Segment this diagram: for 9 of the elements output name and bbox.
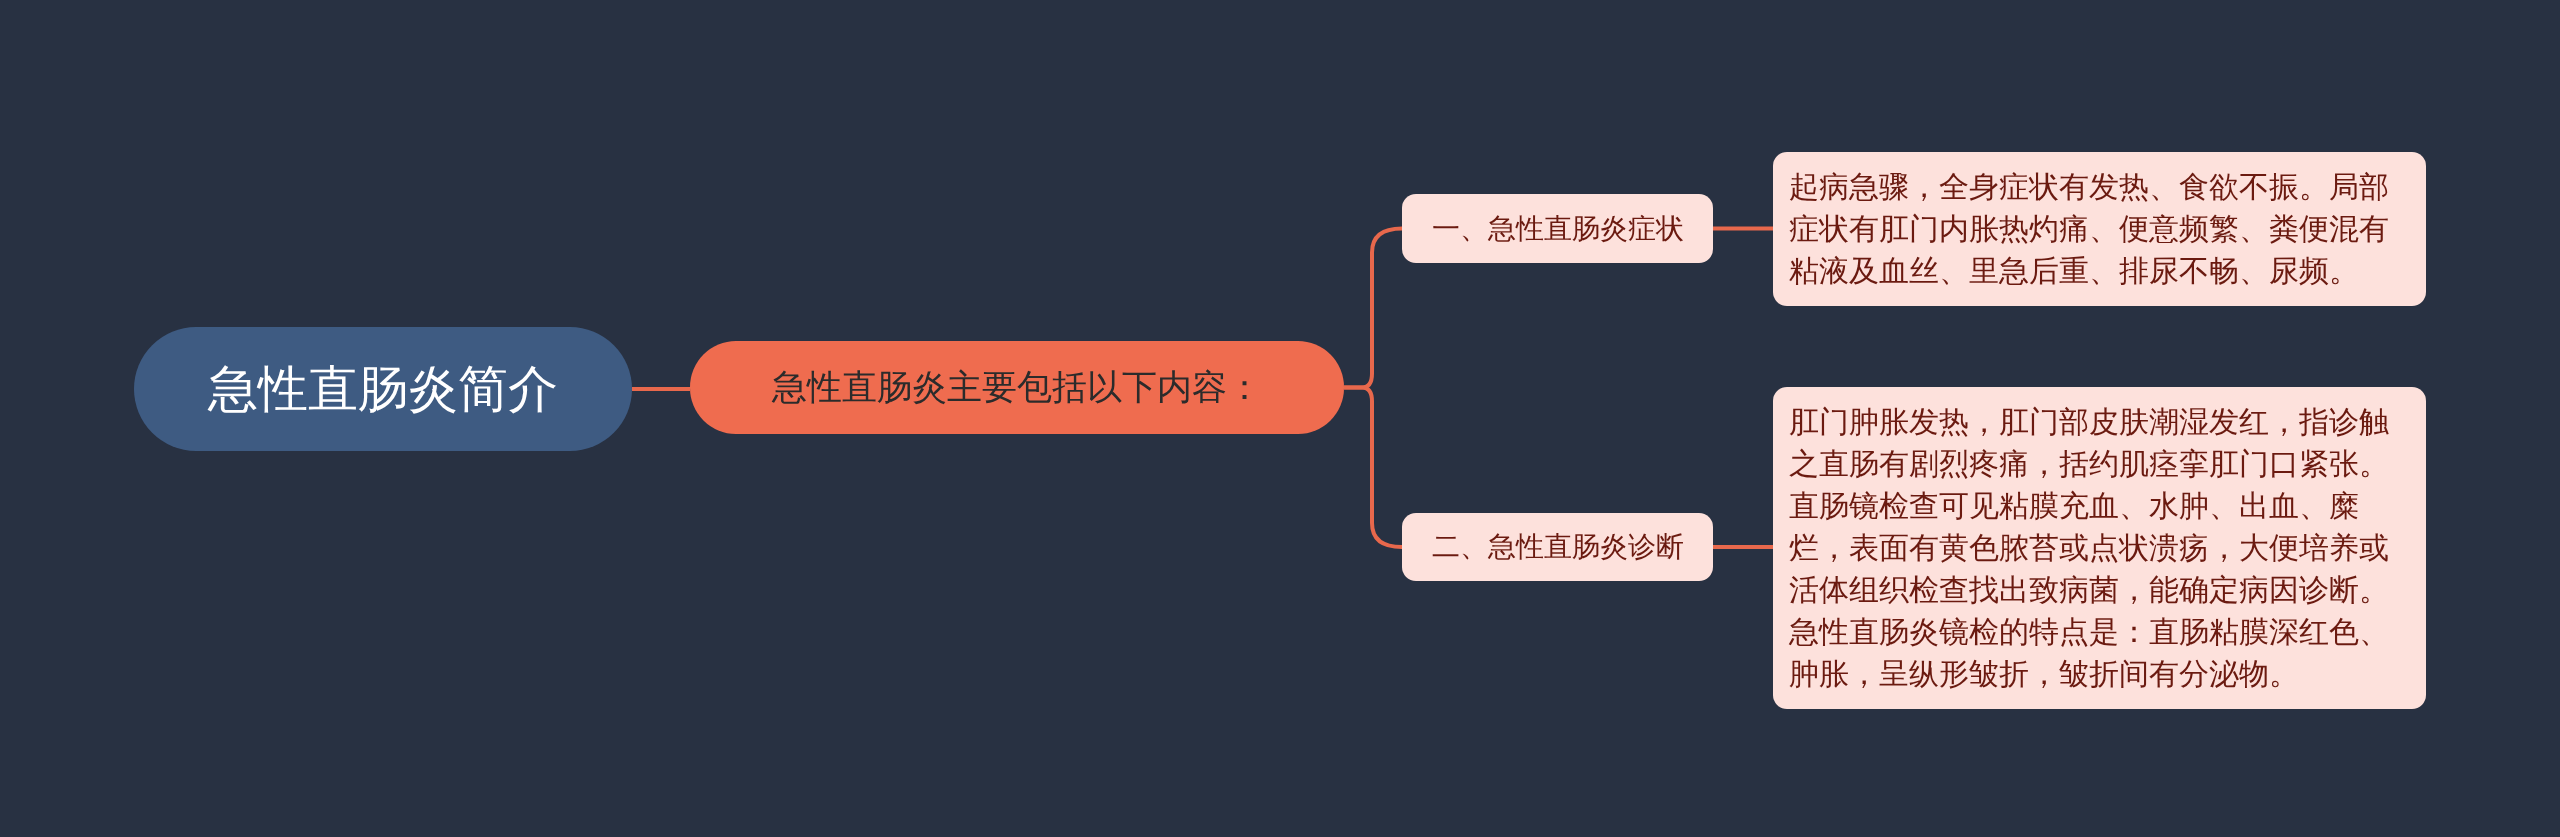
connector-line (632, 387, 690, 391)
text-card: 起病急骤，全身症状有发热、食欲不振。局部症状有肛门内胀热灼痛、便意频繁、粪便混有粘液及血丝、里急后重、排尿不畅、尿频。 (1773, 152, 2426, 306)
text-card: 肛门肿胀发热，肛门部皮肤潮湿发红，指诊触之直肠有剧烈疼痛，括约肌痉挛肛门口紧张。直肠镜检查可见粘膜充血、水肿、出血、糜烂，表面有黄色脓苔或点状溃疡，大便培养或活体组织检查找出致病菌，能确定病因诊断。急性直肠炎镜检的特点是：直肠粘膜深红色、肿胀，呈纵形皱折，皱折间有分泌物。 (1773, 387, 2426, 709)
topic-bubble: 急性直肠炎主要包括以下内容： (690, 341, 1344, 434)
branch-box: 二、急性直肠炎诊断 (1402, 513, 1713, 581)
title-bubble: 急性直肠炎简介 (134, 327, 632, 451)
connector-line (1713, 226, 1773, 231)
branch-box: 一、急性直肠炎症状 (1402, 194, 1713, 263)
connector-line (1713, 545, 1773, 549)
